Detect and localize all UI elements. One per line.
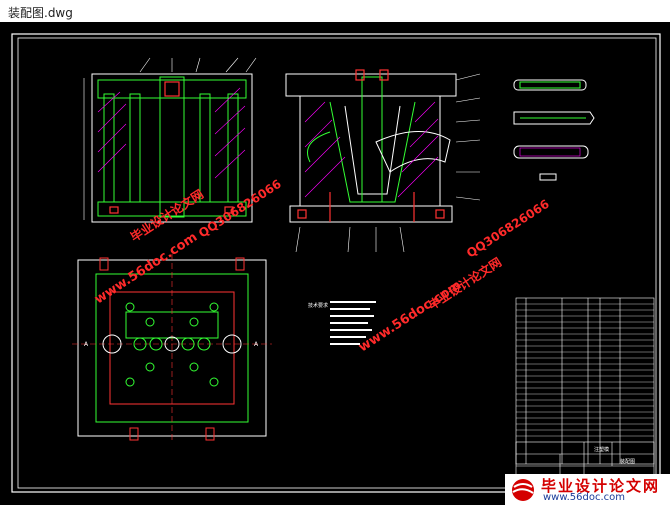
cad-viewport[interactable]: A A 技术要求 注塑模 装配图 毕业设计论文网 QQ306826066 www… xyxy=(0,22,670,505)
watermark-qq-1: QQ306826066 xyxy=(196,177,284,241)
bom-rows xyxy=(516,303,654,437)
title-block-part: 装配图 xyxy=(620,458,635,465)
section-label-a-right: A xyxy=(254,341,259,348)
center-section-view xyxy=(285,69,481,253)
drawing-canvas: A A 技术要求 注塑模 装配图 毕业设计论文网 QQ306826066 www… xyxy=(11,33,661,493)
watermarks: 毕业设计论文网 QQ306826066 www.56doc.com QQ3068… xyxy=(92,177,552,356)
bom-table xyxy=(515,297,655,465)
outer-frame xyxy=(11,33,661,493)
detail-parts xyxy=(513,79,595,181)
brand-url: www.56doc.com xyxy=(543,492,626,503)
plan-view xyxy=(72,254,272,442)
section-label-a-left: A xyxy=(84,341,89,348)
window-title: 装配图.dwg xyxy=(8,6,73,20)
brand-name: 毕业设计论文网 xyxy=(541,477,661,495)
svg-text:技术要求: 技术要求 xyxy=(308,302,328,309)
title-block-heading: 注塑模 xyxy=(594,446,609,453)
brand-ball-icon xyxy=(512,479,534,501)
left-section-view xyxy=(83,57,257,223)
technical-notes: 技术要求 xyxy=(308,301,376,345)
watermark-qq-2: QQ306826066 xyxy=(464,197,552,261)
brand-logo: 毕业设计论文网 www.56doc.com xyxy=(505,474,670,505)
inner-frame xyxy=(17,37,657,489)
window-titlebar: 装配图.dwg xyxy=(0,0,670,22)
